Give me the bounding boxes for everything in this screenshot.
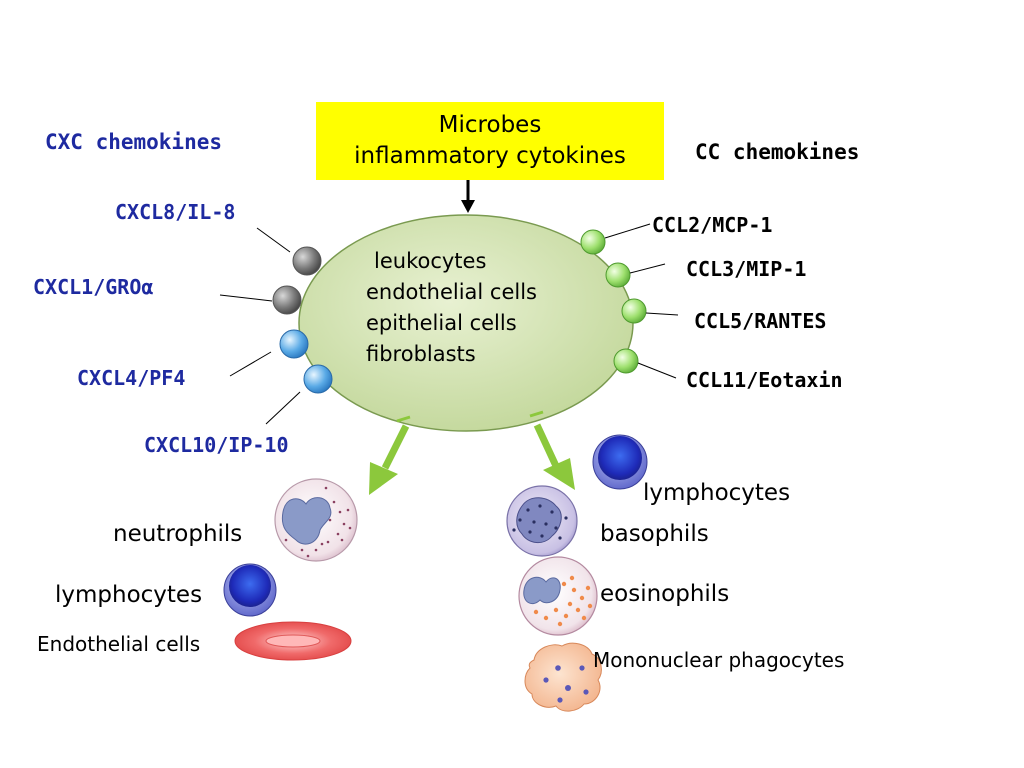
eosinophil-icon <box>518 556 598 636</box>
cxcl8-label: CXCL8/IL-8 <box>115 200 236 224</box>
producer-item: fibroblasts <box>366 342 476 366</box>
cxc-leader-lines <box>219 227 301 425</box>
target-lymphocytes-cxc: lymphocytes <box>55 582 203 608</box>
basophil-icon <box>506 485 578 557</box>
producer-item: leukocytes <box>374 249 487 273</box>
target-endothelial-cells: Endothelial cells <box>37 632 201 656</box>
ccl2-receptor <box>580 229 606 255</box>
ccl11-label: CCL11/Eotaxin <box>686 368 843 392</box>
target-eosinophils: eosinophils <box>600 581 730 607</box>
trigger-line2: inflammatory cytokines <box>354 143 626 169</box>
lymphocyte-right-icon <box>592 434 648 490</box>
mononuclear-phagocyte-icon <box>524 642 602 712</box>
arrow-to-cxc-targets <box>369 415 411 495</box>
cxcl10-receptor <box>303 364 333 394</box>
ccl5-label: CCL5/RANTES <box>694 309 827 333</box>
producer-list: leukocytes endothelial cells epithelial … <box>366 246 537 370</box>
ccl5-receptor <box>621 298 647 324</box>
trigger-box: Microbes inflammatory cytokines <box>316 102 664 180</box>
target-lymphocytes-cc: lymphocytes <box>643 480 791 506</box>
ccl2-label: CCL2/MCP-1 <box>652 213 773 237</box>
target-mononuclear-phagocytes: Mononuclear phagocytes <box>593 648 845 672</box>
target-neutrophils: neutrophils <box>113 521 243 547</box>
cxcl4-label: CXCL4/PF4 <box>77 366 186 390</box>
trigger-line1: Microbes <box>438 112 542 138</box>
ccl11-receptor <box>613 348 639 374</box>
producer-item: endothelial cells <box>366 280 537 304</box>
neutrophil-icon <box>274 478 358 562</box>
endothelial-cell-icon <box>234 621 352 661</box>
cxcl1-receptor <box>272 285 302 315</box>
arrow-to-cc-targets <box>529 410 575 490</box>
lymphocyte-left-icon <box>223 563 277 617</box>
ccl3-label: CCL3/MIP-1 <box>686 257 807 281</box>
cxcl1-label: CXCL1/GROα <box>33 275 154 299</box>
cxc-title: CXC chemokines <box>45 130 223 154</box>
cc-leader-lines <box>604 223 679 379</box>
target-basophils: basophils <box>600 521 709 547</box>
cxcl10-label: CXCL10/IP-10 <box>144 433 289 457</box>
cxcl4-receptor <box>279 329 309 359</box>
ccl3-receptor <box>605 262 631 288</box>
cxcl8-receptor <box>292 246 322 276</box>
cc-title: CC chemokines <box>695 140 860 164</box>
producer-item: epithelial cells <box>366 311 517 335</box>
